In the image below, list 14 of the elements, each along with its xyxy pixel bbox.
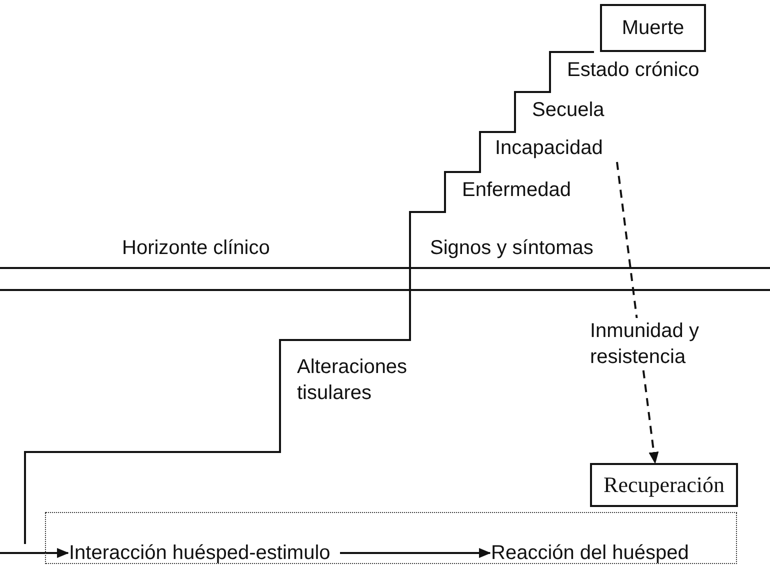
outcome-box: Recuperación	[590, 463, 738, 507]
stage-label: Secuela	[532, 98, 604, 122]
dotted-frame	[45, 512, 737, 564]
stage-text: Reacción del huésped	[491, 541, 691, 566]
arrow	[340, 548, 491, 558]
stage-label: Estado crónico	[567, 58, 700, 82]
stage-text: Interacción huésped-estimulo	[69, 541, 341, 566]
outcome-box: Muerte	[600, 4, 706, 52]
stage-text: Incapacidad	[495, 136, 617, 162]
stage-label: Enfermedad	[462, 178, 571, 202]
horizon-label: Horizonte clínico	[122, 236, 270, 260]
stage-label: Signos y síntomas	[430, 236, 594, 260]
arrow	[0, 548, 69, 558]
stage-label: Alteraciones tisulares	[297, 355, 408, 406]
